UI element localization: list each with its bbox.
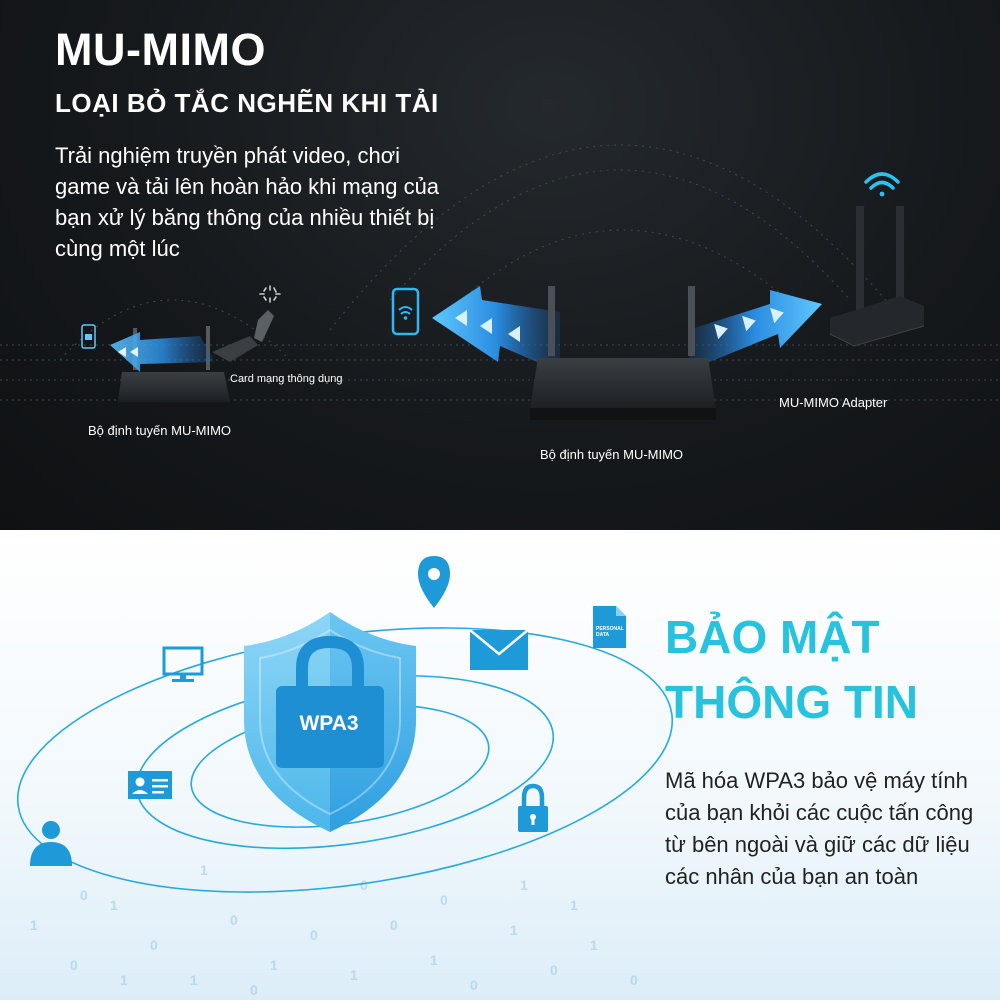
binary-pattern: 101 010 101 010 101 010 101 001 bbox=[30, 862, 638, 998]
svg-text:1: 1 bbox=[570, 897, 578, 913]
phone-icon bbox=[81, 324, 96, 349]
security-illustration: 101 010 101 010 101 010 101 001 bbox=[16, 556, 674, 998]
security-title-line2: THÔNG TIN bbox=[665, 676, 918, 728]
main-router-icon bbox=[530, 286, 716, 420]
svg-text:0: 0 bbox=[390, 917, 398, 933]
svg-text:0: 0 bbox=[360, 877, 368, 893]
svg-text:1: 1 bbox=[350, 967, 358, 983]
id-card-icon bbox=[128, 771, 172, 799]
svg-text:0: 0 bbox=[630, 972, 638, 988]
svg-text:1: 1 bbox=[520, 877, 528, 893]
wifi-icon bbox=[864, 172, 900, 197]
arrow-chevrons bbox=[455, 307, 784, 342]
svg-text:1: 1 bbox=[30, 917, 38, 933]
svg-text:0: 0 bbox=[80, 887, 88, 903]
wpa3-lock-icon bbox=[276, 635, 384, 768]
arrow-to-adapter bbox=[688, 290, 822, 370]
security-description: Mã hóa WPA3 bảo vệ máy tính của bạn khỏi… bbox=[665, 768, 974, 889]
mu-mimo-illustration bbox=[0, 144, 1000, 420]
mu-mimo-section: MU-MIMO LOẠI BỎ TẮC NGHẼN KHI TẢI Trải n… bbox=[0, 0, 1000, 530]
wpa3-label: WPA3 bbox=[299, 712, 359, 735]
svg-text:1: 1 bbox=[590, 937, 598, 953]
mu-mimo-adapter-icon bbox=[829, 206, 925, 347]
svg-text:1: 1 bbox=[510, 922, 518, 938]
monitor-icon bbox=[162, 646, 204, 682]
mu-mimo-subtitle: LOẠI BỎ TẮC NGHẼN KHI TẢI bbox=[55, 88, 439, 118]
svg-text:0: 0 bbox=[70, 957, 78, 973]
envelope-icon bbox=[469, 629, 529, 670]
usb-adapter-icon bbox=[254, 310, 274, 342]
svg-text:0: 0 bbox=[250, 982, 258, 998]
personal-data-label: PERSONAL DATA bbox=[596, 626, 624, 638]
user-icon bbox=[30, 821, 72, 866]
svg-text:1: 1 bbox=[270, 957, 278, 973]
mu-mimo-title: MU-MIMO bbox=[55, 24, 266, 75]
map-pin-icon bbox=[418, 556, 450, 608]
svg-text:0: 0 bbox=[310, 927, 318, 943]
svg-text:0: 0 bbox=[440, 892, 448, 908]
svg-text:1: 1 bbox=[110, 897, 118, 913]
arrow-to-phone bbox=[432, 286, 560, 372]
small-chevrons bbox=[118, 347, 138, 357]
document-icon bbox=[593, 606, 626, 648]
security-title-line1: BẢO MẬT bbox=[665, 611, 880, 663]
adapter-label: MU-MIMO Adapter bbox=[779, 395, 888, 410]
common-card-label: Card mạng thông dụng bbox=[230, 373, 343, 385]
svg-text:1: 1 bbox=[200, 862, 208, 878]
small-router-label: Bộ định tuyến MU-MIMO bbox=[88, 423, 232, 438]
loading-spinner-icon bbox=[259, 285, 281, 303]
phone-icon-large bbox=[391, 287, 420, 336]
padlock-icon bbox=[518, 783, 548, 832]
small-arrow-left bbox=[110, 332, 215, 372]
svg-text:0: 0 bbox=[150, 937, 158, 953]
svg-text:0: 0 bbox=[470, 977, 478, 993]
svg-text:1: 1 bbox=[430, 952, 438, 968]
svg-text:0: 0 bbox=[230, 912, 238, 928]
svg-text:0: 0 bbox=[550, 962, 558, 978]
small-arrow-grey bbox=[212, 336, 258, 362]
mu-mimo-description: Trải nghiệm truyền phát video, chơi game… bbox=[55, 143, 440, 261]
svg-text:1: 1 bbox=[120, 972, 128, 988]
svg-text:1: 1 bbox=[190, 972, 198, 988]
main-router-label: Bộ định tuyến MU-MIMO bbox=[540, 447, 684, 462]
